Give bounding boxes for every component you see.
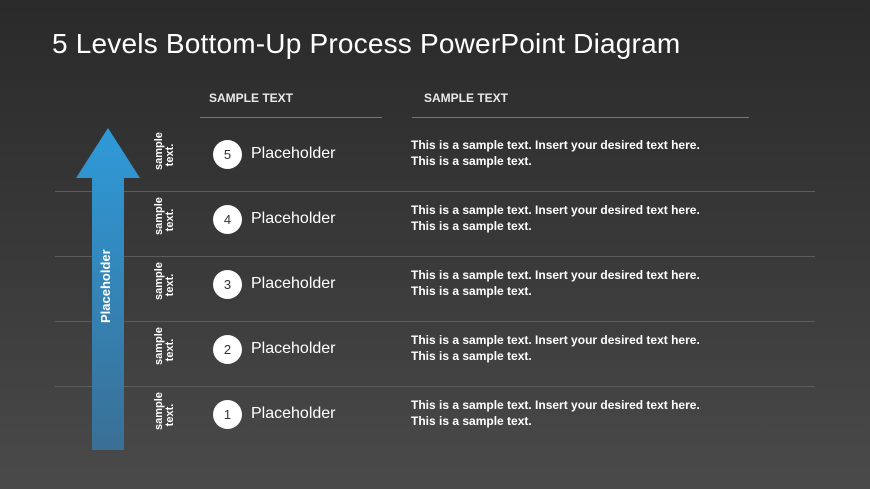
level-side-label: sample text. bbox=[153, 327, 176, 365]
row-divider bbox=[55, 321, 815, 322]
level-description: This is a sample text. Insert your desir… bbox=[411, 268, 700, 298]
level-row-5: sample text. 5 Placeholder This is a sam… bbox=[0, 126, 870, 190]
up-arrow-icon bbox=[76, 128, 140, 450]
level-label: Placeholder bbox=[251, 210, 336, 227]
level-number-badge: 4 bbox=[213, 205, 242, 234]
level-label: Placeholder bbox=[251, 275, 336, 292]
level-label: Placeholder bbox=[251, 340, 336, 357]
level-description: This is a sample text. Insert your desir… bbox=[411, 138, 700, 168]
level-row-1: sample text. 1 Placeholder This is a sam… bbox=[0, 386, 870, 450]
level-description: This is a sample text. Insert your desir… bbox=[411, 398, 700, 428]
level-row-4: sample text. 4 Placeholder This is a sam… bbox=[0, 191, 870, 255]
row-divider bbox=[55, 386, 815, 387]
level-side-label: sample text. bbox=[153, 197, 176, 235]
column-header-1-underline bbox=[200, 117, 382, 118]
slide-title: 5 Levels Bottom-Up Process PowerPoint Di… bbox=[52, 28, 681, 59]
level-number-badge: 3 bbox=[213, 270, 242, 299]
row-divider bbox=[55, 191, 815, 192]
level-label: Placeholder bbox=[251, 405, 336, 422]
level-label: Placeholder bbox=[251, 145, 336, 162]
level-description: This is a sample text. Insert your desir… bbox=[411, 333, 700, 363]
level-description: This is a sample text. Insert your desir… bbox=[411, 203, 700, 233]
level-number-badge: 1 bbox=[213, 400, 242, 429]
column-header-1: SAMPLE TEXT bbox=[209, 91, 294, 105]
level-row-3: sample text. 3 Placeholder This is a sam… bbox=[0, 256, 870, 320]
level-side-label: sample text. bbox=[153, 132, 176, 170]
column-header-2-underline bbox=[412, 117, 749, 118]
level-side-label: sample text. bbox=[153, 392, 176, 430]
level-number-badge: 2 bbox=[213, 335, 242, 364]
column-header-2: SAMPLE TEXT bbox=[424, 91, 509, 105]
level-row-2: sample text. 2 Placeholder This is a sam… bbox=[0, 321, 870, 385]
level-number-badge: 5 bbox=[213, 140, 242, 169]
level-side-label: sample text. bbox=[153, 262, 176, 300]
row-divider bbox=[55, 256, 815, 257]
